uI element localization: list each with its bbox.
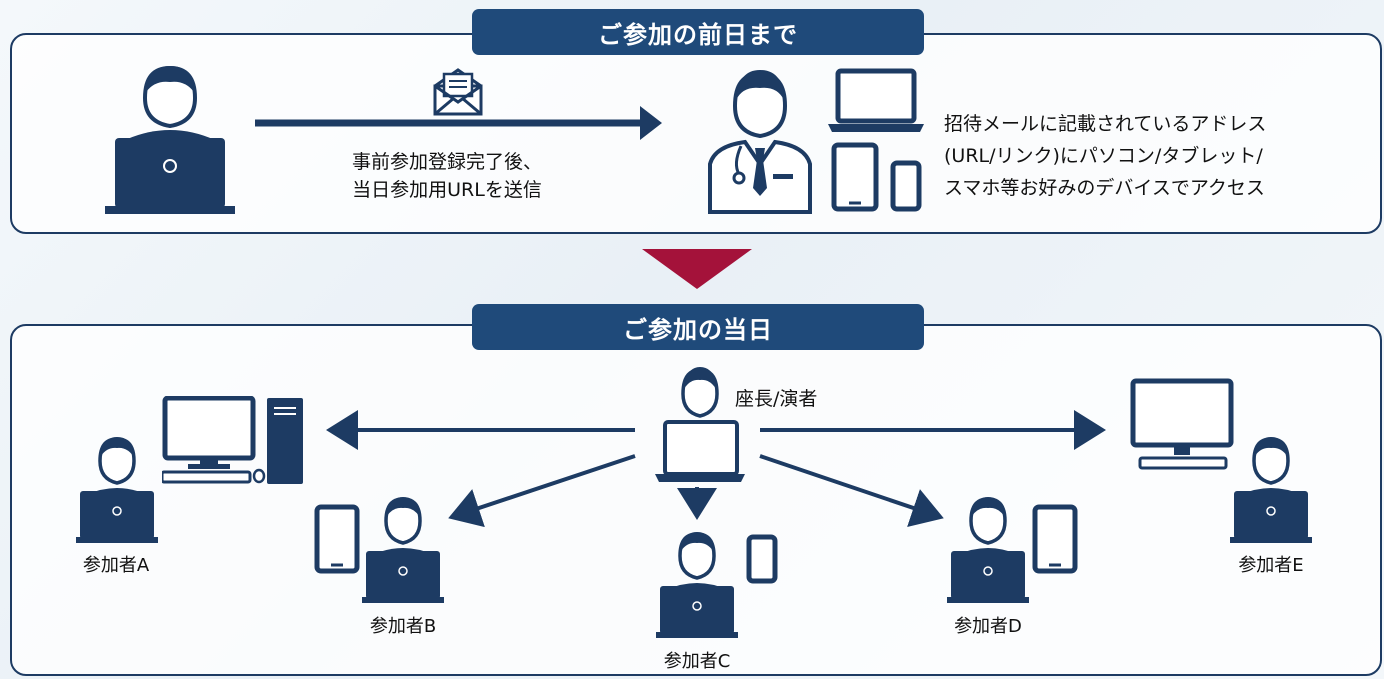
doctor-icon	[708, 70, 812, 214]
access-caption-line-3: スマホ等お好みのデバイスでアクセス	[944, 177, 1265, 199]
presenter-laptop-icon	[655, 367, 745, 482]
participant-c-icon	[656, 532, 738, 638]
monitor-icon	[1130, 378, 1234, 470]
participant-d-icon	[947, 497, 1029, 603]
participant-e-label: 参加者E	[1238, 555, 1304, 576]
participant-a-label: 参加者A	[82, 555, 150, 576]
participant-b-icon	[362, 497, 444, 603]
down-arrow-icon	[642, 249, 752, 289]
presenter-label: 座長/演者	[735, 388, 818, 410]
person-laptop-icon	[105, 65, 235, 214]
desktop-pc-icon	[162, 396, 303, 484]
laptop-icon	[828, 68, 924, 132]
access-caption-line-1: 招待メールに記載されているアドレス	[944, 113, 1267, 135]
tablet-b-icon	[314, 504, 360, 574]
participant-d-label: 参加者D	[954, 616, 1022, 637]
tablet-d-icon	[1032, 504, 1078, 574]
smartphone-icon	[890, 160, 922, 212]
send-caption: 事前参加登録完了後、 当日参加用URLを送信	[312, 148, 582, 204]
tablet-icon	[831, 142, 879, 212]
access-caption-line-2: (URL/リンク)にパソコン/タブレット/	[944, 145, 1263, 167]
event-day-header: ご参加の当日	[472, 304, 924, 350]
arrow-to-b	[448, 454, 636, 528]
before-day-panel	[10, 33, 1382, 234]
participant-a-icon	[76, 437, 158, 543]
send-caption-line-2: 当日参加用URLを送信	[352, 179, 542, 201]
before-day-header: ご参加の前日まで	[472, 9, 924, 55]
participant-e-icon	[1230, 437, 1312, 543]
send-caption-line-1: 事前参加登録完了後、	[351, 151, 542, 173]
access-caption: 招待メールに記載されているアドレス (URL/リンク)にパソコン/タブレット/ …	[944, 108, 1266, 204]
envelope-icon	[433, 68, 483, 116]
participant-b-label: 参加者B	[369, 616, 437, 637]
smartphone-c-icon	[746, 534, 778, 584]
arrow-to-d	[759, 454, 944, 527]
participant-c-label: 参加者C	[663, 651, 731, 672]
